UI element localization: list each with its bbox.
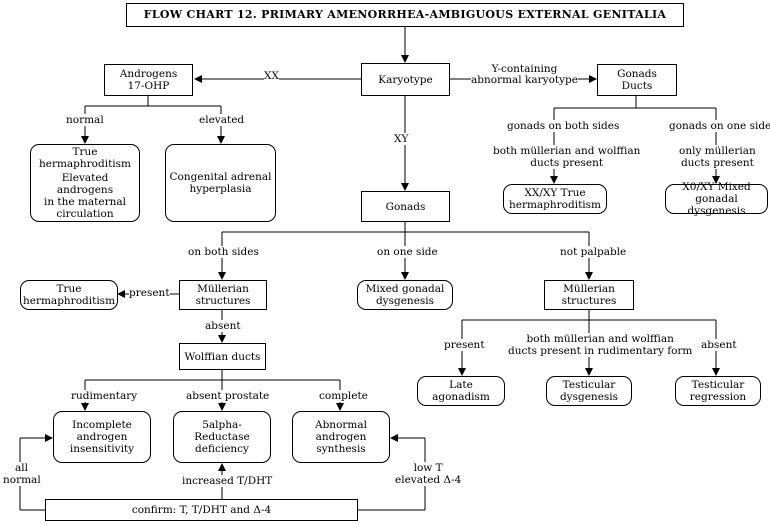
edge-label-low-t-line2: elevated Δ-4 bbox=[395, 474, 462, 486]
node-true-hermaphroditism-top: True hermaphroditism Elevated androgens … bbox=[30, 144, 140, 222]
node-wolffian-ducts: Wolffian ducts bbox=[179, 343, 266, 370]
node-abnormal-androgen-synthesis: Abnormal androgen synthesis bbox=[292, 411, 390, 463]
node-gonads-ducts: Gonads Ducts bbox=[597, 64, 677, 96]
edge-label-on-both-sides: on both sides bbox=[188, 246, 259, 258]
node-x0-xy-mixed-gonadal-dysgenesis: X0/XY Mixed gonadal dysgenesis bbox=[665, 181, 768, 217]
node-mullerian-right-line1: Müllerian bbox=[563, 283, 615, 295]
node-gonads-ducts-line2: Ducts bbox=[621, 80, 653, 92]
node-gonads: Gonads bbox=[361, 191, 450, 222]
node-true-herm-top-line3: Elevated androgens bbox=[56, 172, 114, 196]
edge-label-absent-prostate: absent prostate bbox=[186, 390, 270, 402]
edge-label-present-right: present bbox=[444, 339, 485, 351]
node-x0-xy-line1: X0/XY Mixed bbox=[682, 181, 751, 193]
node-wolffian-label: Wolffian ducts bbox=[184, 350, 261, 363]
node-karyotype-label: Karyotype bbox=[378, 73, 433, 86]
node-abnormal-synth-line1: Abnormal bbox=[315, 419, 367, 431]
node-xx-xy-true-hermaphroditism: XX/XY True hermaphroditism bbox=[503, 184, 607, 214]
edge-label-rudimentary-form-line2: ducts present in rudimentary form bbox=[508, 345, 693, 357]
node-androgens-line1: Androgens bbox=[119, 68, 178, 80]
chart-title-text: FLOW CHART 12. PRIMARY AMENORRHEA-AMBIGU… bbox=[143, 8, 667, 21]
node-testicular-dysgenesis-line1: Testicular bbox=[562, 379, 616, 391]
node-true-herm-mid-line2: hermaphroditism bbox=[22, 295, 116, 307]
node-five-alpha-line1: 5alpha-Reductase bbox=[194, 419, 250, 443]
edge-label-rudimentary-form-line1: both müllerian and wolffian bbox=[526, 333, 674, 345]
node-congenital-adrenal-hyperplasia: Congenital adrenal hyperplasia bbox=[165, 144, 276, 222]
edge-label-absent-left: absent bbox=[205, 320, 241, 332]
edge-label-absent-right: absent bbox=[701, 339, 737, 351]
edge-label-increased-t-dht: increased T/DHT bbox=[182, 475, 273, 487]
node-mullerian-structures-left: Müllerian structures bbox=[179, 280, 267, 310]
node-mixed-gonadal-dysgenesis: Mixed gonadal dysgenesis bbox=[357, 280, 453, 310]
node-x0-xy-line2: gonadal dysgenesis bbox=[687, 193, 746, 217]
node-confirm-label: confirm: T, T/DHT and Δ-4 bbox=[131, 504, 272, 516]
edge-label-y-line1: Y-containing bbox=[491, 63, 558, 75]
edge-label-low-t: low T elevated Δ-4 bbox=[395, 462, 462, 486]
node-true-herm-top-line2: hermaphroditism bbox=[38, 158, 132, 170]
edge-label-present-left: present bbox=[129, 287, 170, 299]
node-true-hermaphroditism-mid: True hermaphroditism bbox=[20, 280, 118, 310]
edge-label-all-normal: all normal bbox=[3, 462, 41, 486]
node-late-agonadism-label: Late agonadism bbox=[432, 379, 490, 403]
node-androgens-line2: 17-OHP bbox=[127, 80, 170, 92]
node-testicular-regression: Testicular regression bbox=[675, 376, 761, 406]
edge-label-on-one-side: on one side bbox=[377, 246, 438, 258]
node-abnormal-synth-line2: androgen bbox=[315, 431, 367, 443]
edge-label-low-t-line1: low T bbox=[413, 462, 443, 474]
edge-label-both-ducts-line1: both müllerian and wolffian bbox=[493, 145, 641, 157]
edge-label-both-ducts-present: both müllerian and wolffian ducts presen… bbox=[493, 145, 641, 169]
node-incomplete-ais-line2: androgen bbox=[76, 431, 128, 443]
node-late-agonadism: Late agonadism bbox=[417, 376, 505, 406]
node-incomplete-ais-line3: insensitivity bbox=[69, 443, 135, 455]
node-androgens: Androgens 17-OHP bbox=[104, 64, 193, 96]
node-mixed-gonadal-line1: Mixed gonadal bbox=[365, 283, 445, 295]
node-mixed-gonadal-line2: dysgenesis bbox=[375, 295, 435, 307]
edge-label-all-normal-line1: all bbox=[15, 462, 28, 474]
node-confirm: confirm: T, T/DHT and Δ-4 bbox=[45, 499, 358, 521]
edge-label-rudimentary: rudimentary bbox=[71, 390, 138, 402]
node-testicular-dysgenesis-line2: dysgenesis bbox=[559, 391, 619, 403]
node-mullerian-structures-right: Müllerian structures bbox=[544, 280, 634, 310]
node-testicular-regression-line1: Testicular bbox=[691, 379, 745, 391]
node-gonads-label: Gonads bbox=[385, 200, 426, 213]
node-cah-line2: hyperplasia bbox=[189, 183, 252, 195]
node-abnormal-synth-line3: synthesis bbox=[316, 443, 366, 455]
edge-label-normal: normal bbox=[66, 114, 104, 126]
node-5alpha-reductase-deficiency: 5alpha-Reductase deficiency bbox=[173, 411, 271, 463]
node-true-herm-top-line1: True bbox=[72, 146, 98, 158]
edge-label-both-ducts-line2: ducts present bbox=[530, 157, 604, 169]
node-gonads-ducts-line1: Gonads bbox=[617, 68, 657, 80]
node-five-alpha-line2: deficiency bbox=[195, 443, 249, 455]
node-mullerian-right-line2: structures bbox=[561, 295, 617, 307]
edge-label-not-palpable: not palpable bbox=[560, 246, 627, 258]
chart-title: FLOW CHART 12. PRIMARY AMENORRHEA-AMBIGU… bbox=[126, 3, 684, 27]
node-xx-xy-line2: hermaphroditism bbox=[508, 199, 602, 211]
node-mullerian-left-line1: Müllerian bbox=[197, 283, 249, 295]
node-incomplete-ais-line1: Incomplete bbox=[72, 419, 132, 431]
edge-label-complete: complete bbox=[319, 390, 368, 402]
edge-label-xx: XX bbox=[264, 70, 279, 82]
node-incomplete-androgen-insensitivity: Incomplete androgen insensitivity bbox=[53, 411, 151, 463]
edge-label-elevated: elevated bbox=[199, 114, 245, 126]
node-testicular-regression-line2: regression bbox=[689, 391, 747, 403]
node-true-herm-mid-line1: True bbox=[56, 283, 82, 295]
edge-label-gonads-one-side: gonads on one side bbox=[669, 120, 770, 132]
edge-label-only-mullerian-line1: only müllerian bbox=[679, 145, 756, 157]
node-cah-line1: Congenital adrenal bbox=[169, 171, 272, 183]
node-mullerian-left-line2: structures bbox=[195, 295, 251, 307]
edge-label-gonads-both-sides: gonads on both sides bbox=[507, 120, 620, 132]
edge-label-only-mullerian: only müllerian ducts present bbox=[679, 145, 756, 169]
node-true-herm-top-line5: circulation bbox=[56, 208, 114, 220]
node-testicular-dysgenesis: Testicular dysgenesis bbox=[546, 376, 632, 406]
edge-label-rudimentary-form: both müllerian and wolffian ducts presen… bbox=[508, 333, 693, 357]
edge-label-xy: XY bbox=[394, 133, 409, 145]
edge-label-only-mullerian-line2: ducts present bbox=[680, 157, 754, 169]
edge-label-y-containing: Y-containing abnormal karyotype bbox=[471, 64, 578, 86]
node-karyotype: Karyotype bbox=[361, 63, 450, 96]
edge-label-all-normal-line2: normal bbox=[3, 474, 41, 486]
node-true-herm-top-line4: in the maternal bbox=[43, 196, 127, 208]
edge-label-y-line2: abnormal karyotype bbox=[471, 74, 578, 86]
node-xx-xy-line1: XX/XY True bbox=[524, 187, 586, 199]
